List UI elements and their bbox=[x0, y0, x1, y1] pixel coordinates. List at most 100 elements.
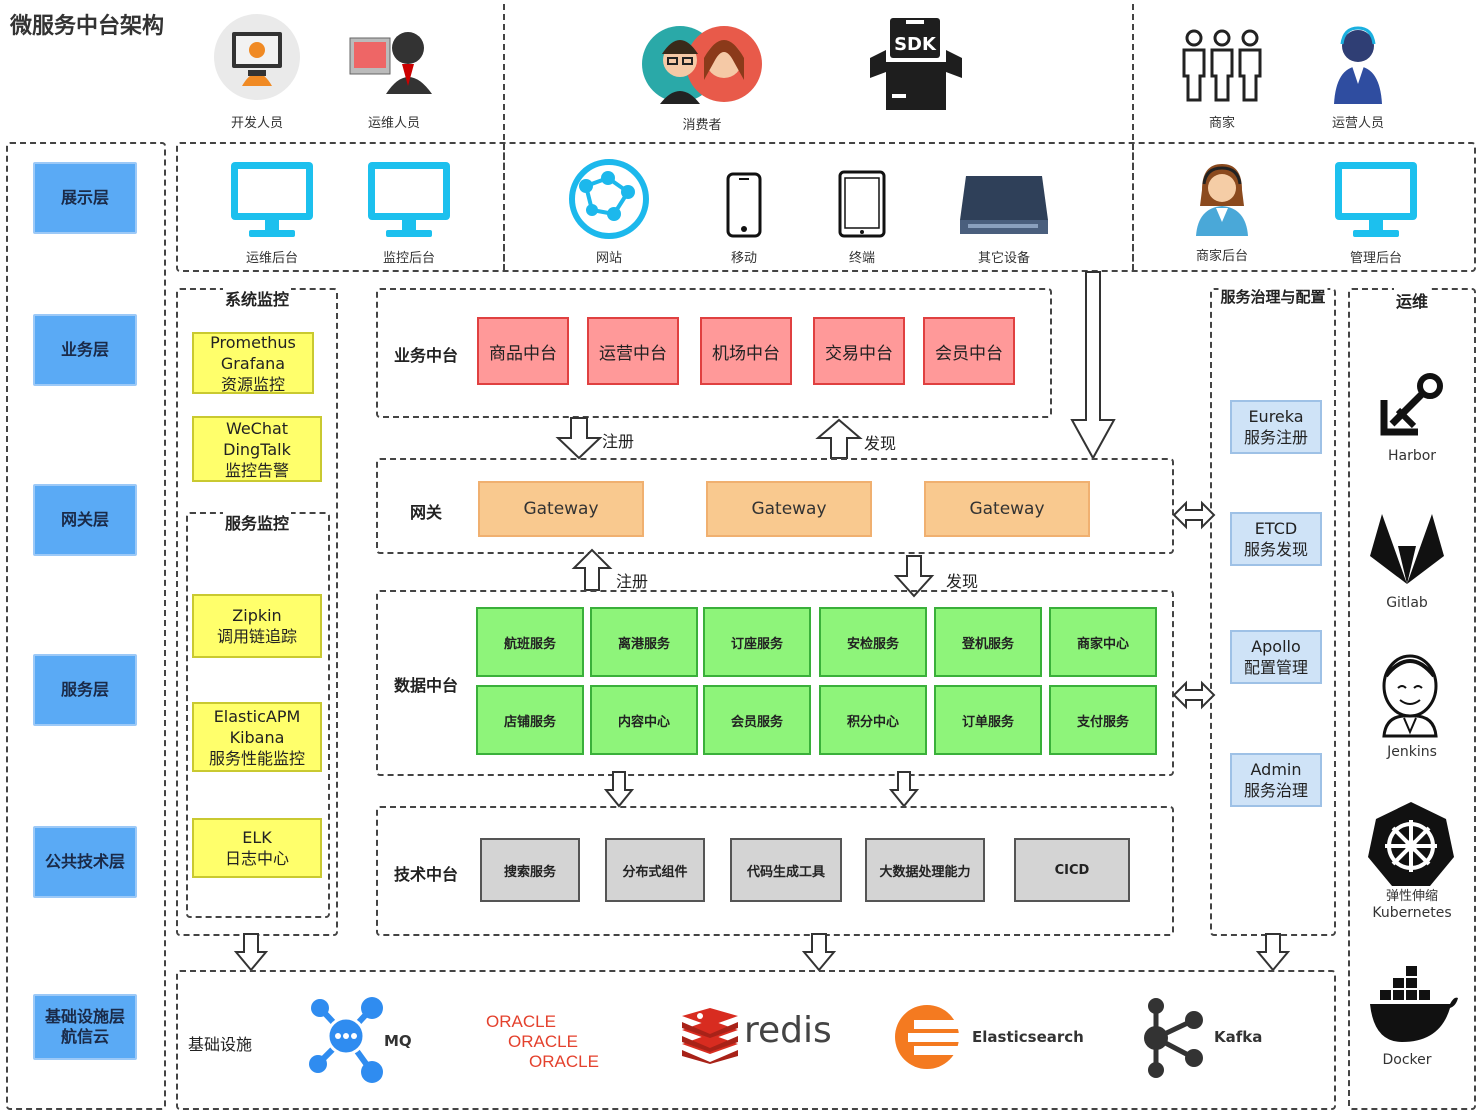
data-service[interactable]: 商家中心 bbox=[1049, 607, 1157, 677]
business-item[interactable]: 运营中台 bbox=[587, 317, 679, 385]
tool-docker: Docker bbox=[1382, 1052, 1432, 1068]
role-ops: 运维人员 bbox=[367, 116, 421, 131]
zipkin-box[interactable]: Zipkin 调用链追踪 bbox=[192, 594, 322, 658]
gateway-label: 网关 bbox=[410, 503, 443, 522]
tool-jenkins: Jenkins bbox=[1387, 744, 1437, 760]
box-line: 服务发现 bbox=[1243, 540, 1308, 559]
layer-service[interactable]: 服务层 bbox=[33, 654, 137, 726]
business-item[interactable]: 商品中台 bbox=[477, 317, 569, 385]
infrastructure-frame bbox=[176, 970, 1336, 1110]
data-service[interactable]: 航班服务 bbox=[476, 607, 584, 677]
operator-icon bbox=[1334, 26, 1382, 104]
layer-infrastructure[interactable]: 基础设施层 航信云 bbox=[33, 994, 137, 1060]
register-down-arrow bbox=[555, 417, 603, 460]
role-developer: 开发人员 bbox=[230, 116, 284, 131]
alerting-box[interactable]: WeChat DingTalk 监控告警 bbox=[192, 416, 322, 482]
redis-icon bbox=[682, 1008, 738, 1064]
layer-common-tech[interactable]: 公共技术层 bbox=[33, 826, 137, 898]
tool-kubernetes: Kubernetes bbox=[1372, 905, 1452, 921]
presentation-to-gateway-arrow bbox=[1070, 271, 1116, 461]
oracle-text: ORACLE bbox=[508, 1032, 578, 1051]
data-service[interactable]: 订座服务 bbox=[703, 607, 811, 677]
gateway-node[interactable]: Gateway bbox=[706, 481, 872, 537]
gateway-node[interactable]: Gateway bbox=[924, 481, 1090, 537]
role-operator: 运营人员 bbox=[1331, 116, 1385, 131]
data-service[interactable]: 店铺服务 bbox=[476, 685, 584, 755]
monitor-screen-icon bbox=[1335, 162, 1417, 237]
data-platform-label: 数据中台 bbox=[394, 676, 459, 695]
frontend-merchant-console: 商家后台 bbox=[1195, 249, 1249, 264]
data-to-tech-arrow bbox=[603, 771, 635, 808]
mq-icon bbox=[309, 997, 383, 1083]
docker-whale-icon bbox=[1370, 966, 1458, 1042]
tech-item[interactable]: 大数据处理能力 bbox=[865, 838, 985, 902]
tech-item[interactable]: 代码生成工具 bbox=[730, 838, 842, 902]
box-line: ElasticAPM bbox=[213, 706, 301, 726]
eureka-box[interactable]: Eureka 服务注册 bbox=[1230, 400, 1322, 454]
website-globe-icon bbox=[569, 159, 649, 239]
apollo-box[interactable]: Apollo 配置管理 bbox=[1230, 630, 1322, 684]
ops-title: 运维 bbox=[1393, 288, 1431, 312]
infrastructure-label: 基础设施 bbox=[188, 1035, 253, 1054]
business-item[interactable]: 会员中台 bbox=[923, 317, 1015, 385]
merchant-group-icon bbox=[1182, 29, 1262, 102]
gateway-node[interactable]: Gateway bbox=[478, 481, 644, 537]
oracle-text: ORACLE bbox=[486, 1012, 556, 1031]
presentation-frame bbox=[176, 142, 1476, 272]
box-line: Zipkin bbox=[232, 606, 282, 625]
etcd-box[interactable]: ETCD 服务发现 bbox=[1230, 512, 1322, 566]
data-service[interactable]: 登机服务 bbox=[934, 607, 1042, 677]
layer-presentation[interactable]: 展示层 bbox=[33, 162, 137, 234]
layer-business[interactable]: 业务层 bbox=[33, 314, 137, 386]
box-line: 配置管理 bbox=[1243, 658, 1308, 677]
discover-up-arrow bbox=[815, 418, 863, 459]
data-service[interactable]: 会员服务 bbox=[703, 685, 811, 755]
frontend-admin-console: 管理后台 bbox=[1349, 251, 1403, 266]
register-up-arrow bbox=[571, 548, 613, 591]
business-item[interactable]: 交易中台 bbox=[813, 317, 905, 385]
box-line: 监控告警 bbox=[224, 460, 289, 480]
consumer-icon bbox=[642, 26, 762, 104]
kubernetes-helm-icon bbox=[1368, 802, 1454, 886]
tech-platform-label: 技术中台 bbox=[394, 865, 459, 884]
layer-gateway[interactable]: 网关层 bbox=[33, 484, 137, 556]
data-to-tech-arrow bbox=[888, 771, 920, 808]
kafka-icon bbox=[1144, 998, 1203, 1078]
to-infra-arrow bbox=[801, 933, 837, 972]
data-service[interactable]: 离港服务 bbox=[590, 607, 698, 677]
harbor-anchor-icon bbox=[1380, 373, 1443, 436]
box-line: ETCD bbox=[1254, 519, 1298, 538]
elasticapm-box[interactable]: ElasticAPM Kibana 服务性能监控 bbox=[192, 702, 322, 772]
role-merchant: 商家 bbox=[1208, 116, 1236, 131]
data-service[interactable]: 内容中心 bbox=[590, 685, 698, 755]
frontend-monitor-console: 监控后台 bbox=[382, 251, 436, 266]
gateway-frame bbox=[376, 458, 1174, 554]
tool-harbor: Harbor bbox=[1387, 448, 1437, 464]
box-line: ELK bbox=[242, 828, 272, 847]
discover-down-arrow bbox=[893, 555, 935, 598]
data-service[interactable]: 积分中心 bbox=[819, 685, 927, 755]
box-line: DingTalk bbox=[223, 439, 291, 459]
data-service[interactable]: 订单服务 bbox=[934, 685, 1042, 755]
tech-item[interactable]: CICD bbox=[1014, 838, 1130, 902]
business-item[interactable]: 机场中台 bbox=[700, 317, 792, 385]
oracle-logo: ORACLE ORACLE ORACLE bbox=[486, 1012, 599, 1072]
elk-box[interactable]: ELK 日志中心 bbox=[192, 818, 322, 878]
scanner-device-icon bbox=[960, 176, 1048, 234]
admin-box[interactable]: Admin 服务治理 bbox=[1230, 753, 1322, 807]
frontend-website: 网站 bbox=[595, 251, 623, 266]
top-separator-right bbox=[1132, 4, 1134, 270]
infra-kafka: Kafka bbox=[1214, 1028, 1263, 1046]
box-line: Apollo bbox=[1251, 637, 1301, 656]
tech-platform-frame bbox=[376, 806, 1174, 936]
prometheus-grafana-box[interactable]: Promethus Grafana 资源监控 bbox=[192, 332, 314, 394]
tech-item[interactable]: 搜索服务 bbox=[480, 838, 580, 902]
data-service[interactable]: 安检服务 bbox=[819, 607, 927, 677]
customer-service-icon bbox=[1196, 164, 1248, 236]
tablet-terminal-icon bbox=[838, 170, 886, 238]
layers-column bbox=[6, 142, 166, 1110]
box-line: 日志中心 bbox=[224, 849, 289, 868]
data-service[interactable]: 支付服务 bbox=[1049, 685, 1157, 755]
presentation-separator-right bbox=[1132, 142, 1134, 272]
tech-item[interactable]: 分布式组件 bbox=[605, 838, 705, 902]
